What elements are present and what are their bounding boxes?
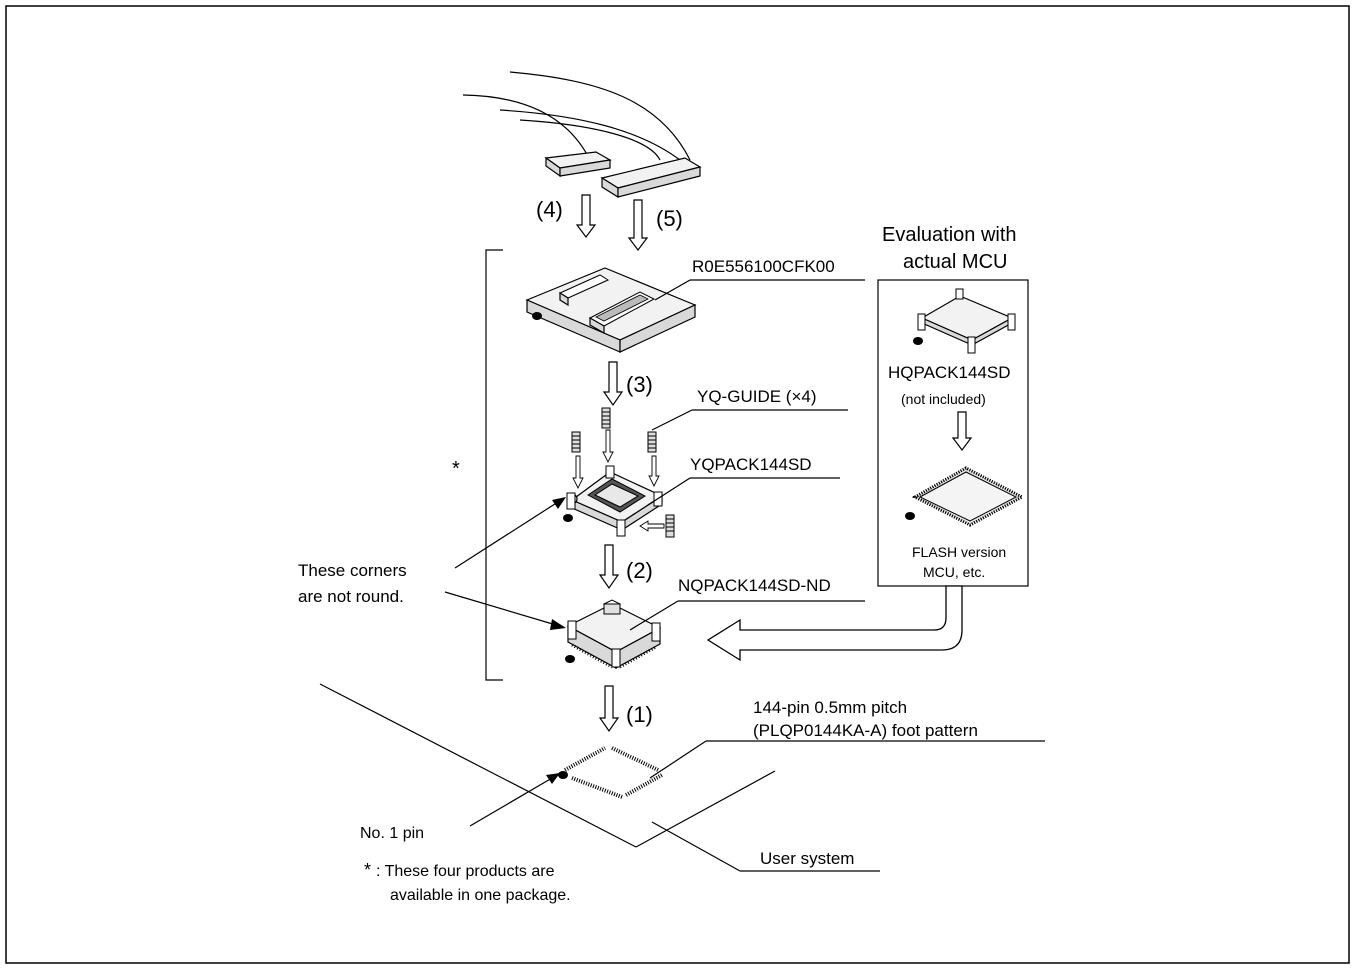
flash-mcu-line1: FLASH version xyxy=(912,544,1006,560)
no1-pin-label: No. 1 pin xyxy=(360,825,424,842)
footnote-line1: : These four products are xyxy=(376,863,555,880)
corners-note-line1: These corners xyxy=(298,561,407,580)
flash-mcu-line2: MCU, etc. xyxy=(923,564,985,580)
arrow-step2 xyxy=(598,544,620,590)
emulator-board-label: R0E556100CFK00 xyxy=(692,257,835,276)
yq-guide-screws xyxy=(571,407,675,538)
step4-label: (4) xyxy=(536,197,563,222)
arrow-step1 xyxy=(598,685,620,733)
footnote-line2: available in one package. xyxy=(390,887,571,904)
corners-pointer-arrows xyxy=(444,497,566,630)
yqpack-adapter xyxy=(563,465,664,537)
package-star-mark: * xyxy=(452,458,460,480)
eval-title-line2: actual MCU xyxy=(903,251,1007,273)
eval-down-arrow xyxy=(951,411,973,451)
nqpack-socket xyxy=(565,599,662,670)
not-included-label: (not included) xyxy=(901,391,986,407)
arrow-step5 xyxy=(627,199,649,251)
arrow-step3 xyxy=(602,361,624,407)
package-bracket xyxy=(485,249,503,681)
emulator-board xyxy=(525,267,697,353)
arrow-step4 xyxy=(575,194,597,238)
foot-pattern-line1: 144-pin 0.5mm pitch xyxy=(753,698,907,717)
nqpack-label: NQPACK144SD-ND xyxy=(678,576,831,595)
yqpack-label: YQPACK144SD xyxy=(690,455,812,474)
foot-pattern-line2: (PLQP0144KA-A) foot pattern xyxy=(753,721,978,740)
foot-pattern xyxy=(558,746,663,799)
step2-label: (2) xyxy=(626,558,653,583)
hqpack-adapter xyxy=(913,288,1016,354)
user-system-label: User system xyxy=(760,849,854,868)
flat-cable-illustration xyxy=(462,71,702,199)
flash-mcu-chip xyxy=(905,466,1026,527)
eval-to-nqpack-arrow xyxy=(706,585,963,662)
guide-label: YQ-GUIDE (×4) xyxy=(697,387,817,406)
footnote-star: * xyxy=(364,860,371,880)
step1-label: (1) xyxy=(626,702,653,727)
step3-label: (3) xyxy=(626,372,653,397)
hqpack-label: HQPACK144SD xyxy=(888,363,1011,382)
corners-note-line2: are not round. xyxy=(298,587,404,606)
eval-title-line1: Evaluation with xyxy=(882,224,1017,246)
step5-label: (5) xyxy=(656,206,683,231)
user-system-board xyxy=(319,683,776,848)
outer-frame xyxy=(5,5,1350,964)
